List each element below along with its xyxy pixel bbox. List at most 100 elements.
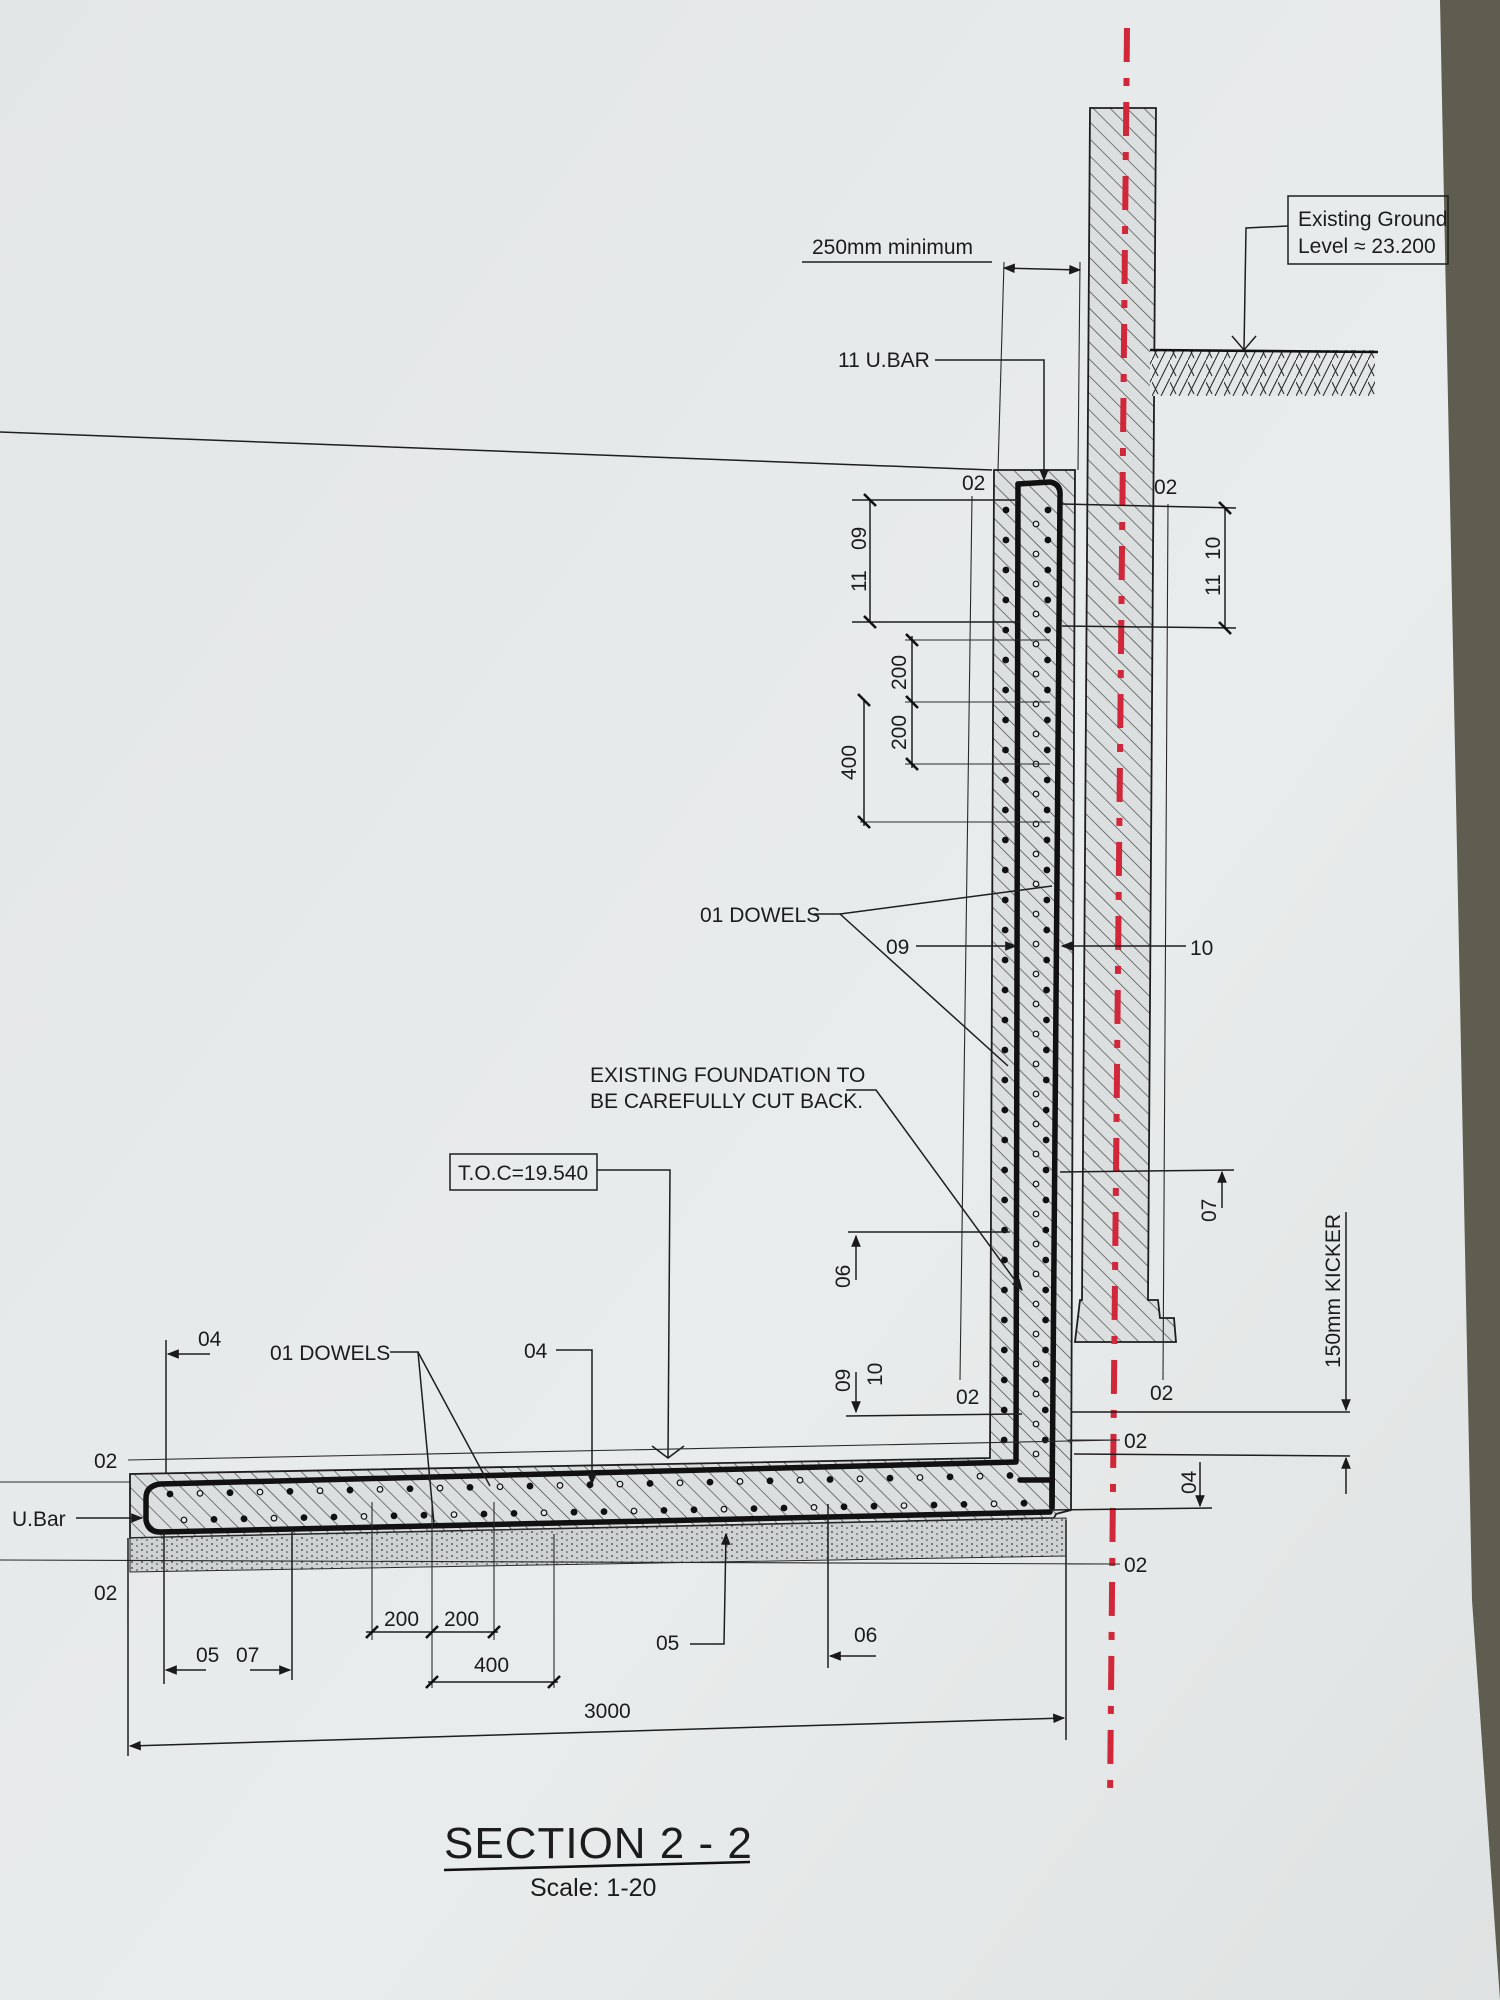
rebar-bar: [750, 1505, 758, 1512]
rebar-bar: [1043, 866, 1051, 874]
dowel-bar: [976, 1472, 984, 1480]
dowel-bar: [1032, 850, 1040, 858]
mark-05-left: 05: [196, 1644, 219, 1667]
rebar-bar: [480, 1510, 488, 1518]
rebar-bar: [420, 1511, 428, 1519]
rebar-bar: [1042, 1256, 1050, 1264]
rebar-bar: [690, 1506, 698, 1514]
mark-200-h1: 200: [384, 1608, 419, 1631]
rebar-bar: [1002, 776, 1009, 784]
rebar-bar: [1042, 1226, 1050, 1234]
rebar-bar: [1043, 926, 1051, 934]
dowel-bar: [1032, 1330, 1040, 1338]
mark-02-a: 02: [962, 472, 985, 495]
annotation-lines: [0, 261, 1351, 1872]
mark-02-d: 02: [1150, 1382, 1173, 1405]
rebar-cage: [143, 479, 1063, 1535]
rebar-bar: [1044, 506, 1052, 514]
rebar-bar: [1001, 1286, 1008, 1294]
rebar-bar: [1000, 1316, 1008, 1324]
rebar-bar: [1001, 1106, 1009, 1114]
mark-02-g: 02: [94, 1450, 117, 1473]
dowel-bar: [1032, 1270, 1040, 1278]
rebar-bar: [166, 1490, 174, 1498]
rebar-bar: [1041, 1406, 1049, 1414]
rebar-bar: [390, 1512, 398, 1520]
dim-3000: 3000: [584, 1700, 631, 1723]
dowel-bar: [630, 1507, 638, 1515]
rebar-bar: [1042, 1346, 1049, 1354]
mark-400-v: 400: [838, 745, 861, 780]
mark-11-right: 11: [1202, 574, 1225, 596]
ground-level-tag: Existing Ground Level ≈ 23.200: [1287, 195, 1449, 265]
existing-wall: [1073, 107, 1177, 1343]
dowel-bar: [1032, 1150, 1040, 1158]
mark-04-base-left: 04: [198, 1328, 222, 1351]
existing-ground: [1149, 225, 1379, 396]
rebar-bar: [1002, 656, 1010, 664]
label-foundation-line1: EXISTING FOUNDATION TO: [590, 1064, 865, 1087]
dowel-bar: [496, 1483, 504, 1491]
dowel-bar: [1032, 730, 1040, 738]
rebar-bar: [330, 1513, 338, 1521]
rebar-bar: [1042, 1046, 1050, 1054]
rebar-bar: [1001, 836, 1009, 844]
dowel-bar: [1032, 1120, 1040, 1128]
rebar-dots: [166, 506, 1052, 1524]
dowel-bar: [316, 1487, 324, 1495]
rebar-bar: [1001, 1256, 1008, 1264]
label-u-bar: U.Bar: [12, 1508, 66, 1531]
dowel-bar: [256, 1488, 264, 1496]
rebar-bar: [1043, 806, 1051, 814]
rebar-bar: [1001, 1166, 1009, 1174]
mark-02-f: 02: [1124, 1554, 1147, 1577]
dowel-bar: [616, 1480, 624, 1488]
mark-200-h2: 200: [444, 1608, 479, 1631]
rebar-bar: [1044, 626, 1052, 634]
dowel-bar: [1032, 940, 1040, 948]
rebar-bar: [1001, 1076, 1009, 1084]
dowel-bar: [1032, 1450, 1040, 1458]
rebar-bar: [1043, 956, 1051, 964]
dowel-bar: [1032, 1000, 1040, 1008]
dowel-bar: [1032, 910, 1040, 918]
dowel-bar: [1032, 1240, 1040, 1248]
dimension-ticks: [365, 493, 1232, 1689]
rebar-bar: [600, 1508, 608, 1515]
dowel-bar: [1032, 640, 1040, 648]
rebar-bar: [1043, 986, 1050, 994]
rebar-bar: [1042, 1316, 1049, 1324]
drawing-scale: Scale: 1-20: [530, 1874, 656, 1902]
rebar-bar: [1002, 806, 1009, 814]
label-foundation-line2: BE CAREFULLY CUT BACK.: [590, 1090, 863, 1113]
dowel-bar: [1032, 1180, 1040, 1188]
mark-02-b: 02: [1154, 476, 1177, 499]
rebar-bar: [1043, 1016, 1050, 1024]
dowel-bar: [1032, 1030, 1040, 1038]
rebar-bar: [1044, 656, 1051, 664]
dowel-bar: [556, 1482, 564, 1489]
rebar-bar: [300, 1514, 308, 1521]
dowel-bar: [1032, 520, 1040, 528]
mark-09-mid: 09: [886, 936, 909, 959]
rebar-bar: [1042, 1076, 1050, 1084]
rebar-bar: [570, 1508, 578, 1516]
dowel-bar: [1032, 790, 1040, 798]
mark-05-mid: 05: [656, 1632, 679, 1655]
rebar-bar: [1020, 1499, 1028, 1507]
rebar-bar: [1044, 686, 1051, 694]
dowel-bar: [916, 1474, 924, 1481]
dowel-bar: [1032, 1360, 1040, 1368]
rebar-bar: [1043, 896, 1051, 904]
rebar-bar: [1006, 1472, 1014, 1479]
rebar-bar: [1001, 1196, 1009, 1204]
dowel-bar: [1032, 1210, 1040, 1218]
dowel-bar: [196, 1489, 204, 1497]
rebar-bar: [1001, 926, 1009, 934]
mark-04-right: 04: [1178, 1470, 1201, 1494]
mark-09-left: 09: [848, 527, 871, 550]
rebar-bar: [1042, 1166, 1050, 1174]
drawing-title: SECTION 2 - 2: [444, 1819, 753, 1868]
